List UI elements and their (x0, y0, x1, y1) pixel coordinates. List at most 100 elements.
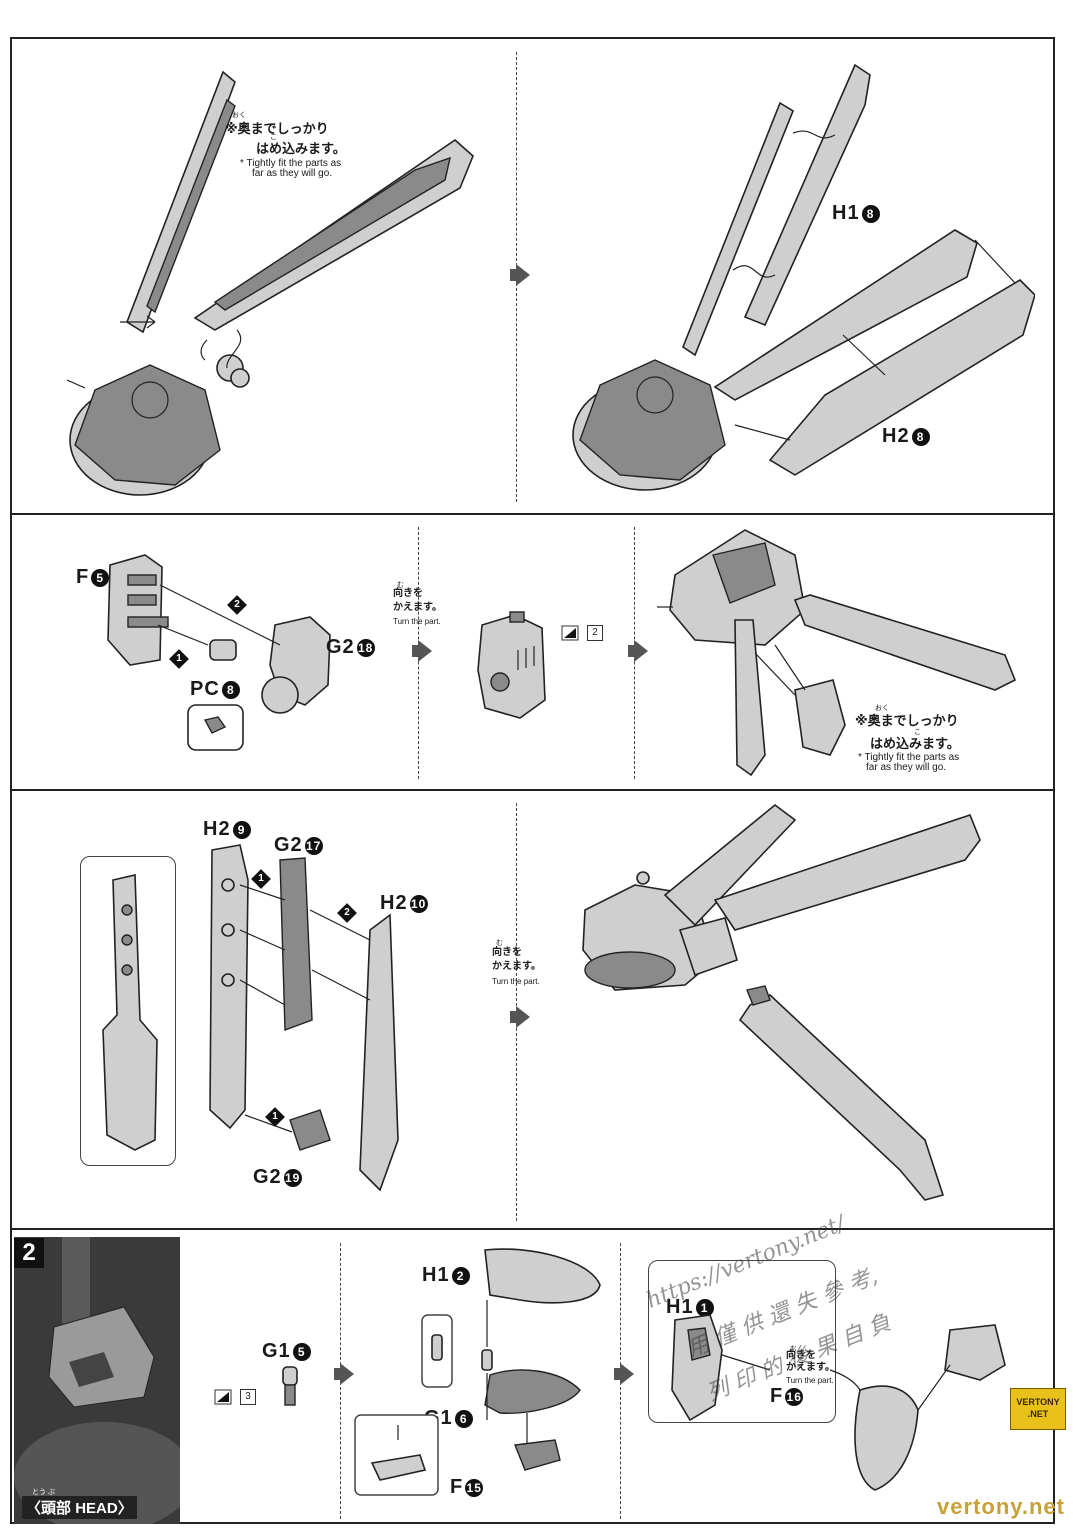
ruby-oku: おく (232, 112, 246, 119)
ruby-oku: おく (875, 705, 889, 712)
arm-parts-illustration (209, 844, 399, 1192)
head-parts-illustration (354, 1248, 601, 1496)
next-arrow-tail (334, 1368, 340, 1380)
turn-note-en: Turn the part. (492, 977, 540, 986)
logo-line2: .NET (1027, 1409, 1049, 1419)
part-label-text: F (450, 1476, 464, 1498)
sticker-icon (561, 625, 579, 641)
section-divider-1 (10, 513, 1055, 515)
head-title-jp: 〈頭部 (26, 1500, 72, 1517)
turn-note-jp2: かえます。 (393, 602, 442, 613)
part-label-pc-text: PC (190, 678, 220, 700)
runner-number-h1: 8 (861, 204, 880, 223)
body-joint-assembly-illustration (657, 529, 1017, 777)
part-label-g2-text: G2 (326, 636, 355, 658)
ruby-ko: こ (270, 134, 277, 141)
order-step-1-icon: 1 (169, 649, 189, 669)
head-photo-illustration (14, 1237, 180, 1524)
head-section-title: 〈頭部 HEAD〉 (22, 1496, 137, 1519)
part-label-text: H1 (422, 1264, 450, 1286)
section-divider-2 (10, 789, 1055, 791)
ruby-mu: む (790, 1346, 797, 1353)
part-label-text: G2 (253, 1166, 282, 1188)
part-label-text: G1 (262, 1340, 291, 1362)
next-arrow-icon (634, 640, 648, 662)
part-label-h1-text: H1 (832, 202, 860, 224)
fit-note-en2: far as they will go. (252, 168, 333, 179)
part-label-text: F (770, 1385, 784, 1407)
joint-parts-illustration (107, 554, 331, 751)
part-label-text: H2 (380, 892, 408, 914)
sticker-number: 3 (240, 1389, 256, 1405)
completed-arm-illustration (102, 874, 158, 1151)
runner-number-pc: 8 (221, 680, 240, 699)
next-arrow-icon (516, 264, 530, 286)
footer-watermark: vertony.net (937, 1494, 1065, 1519)
next-arrow-icon (516, 1006, 530, 1028)
ruby-ko: こ (914, 729, 921, 736)
runner-number: 1 (695, 1298, 714, 1317)
logo-line1: VERTONY (1016, 1397, 1060, 1407)
fit-note-en1: * Tightly fit the parts as (858, 752, 960, 763)
runner-number: 17 (304, 836, 323, 855)
order-step-1-icon: 1 (251, 869, 271, 889)
part-label-text: H2 (203, 818, 231, 840)
part-label-text: H1 (666, 1296, 694, 1318)
runner-number: 10 (409, 894, 428, 913)
runner-number: 5 (292, 1342, 311, 1361)
runner-number-g2: 18 (356, 638, 375, 657)
completed-arm-inset (80, 856, 176, 1166)
order-step-1b-icon: 1 (265, 1107, 285, 1127)
runner-number-h2: 8 (911, 427, 930, 446)
page-frame (10, 37, 1055, 1524)
sticker-icon (214, 1389, 232, 1405)
order-step-2-icon: 2 (227, 595, 247, 615)
ruby-toubu: とう ぶ (32, 1489, 55, 1496)
runner-number: 2 (451, 1266, 470, 1285)
fit-note-en1: * Tightly fit the parts as (240, 158, 342, 169)
fit-note-jp: ※奥までしっかり (225, 121, 329, 136)
runner-number: 9 (232, 820, 251, 839)
next-arrow-tail (614, 1368, 620, 1380)
next-arrow-icon (418, 640, 432, 662)
head-reference-photo (14, 1237, 180, 1524)
next-arrow-tail (510, 1011, 516, 1023)
ruby-mu: む (496, 940, 503, 947)
joint-sticker-illustration (477, 611, 546, 719)
fit-note-en2: far as they will go. (866, 762, 947, 773)
turn-note-en: Turn the part. (393, 617, 441, 626)
turn-note-jp2: かえます。 (786, 1362, 835, 1373)
part-label-text: G2 (274, 834, 303, 856)
ruby-mu: む (397, 582, 404, 589)
step-number: 2 (14, 1238, 44, 1268)
runner-number: 16 (785, 1387, 804, 1406)
body-arm-attach-illustration (582, 803, 981, 1201)
turn-note-jp1: 向きを (786, 1350, 816, 1361)
head-title-en: HEAD〉 (75, 1500, 133, 1517)
section-divider-3 (10, 1228, 1055, 1230)
next-arrow-icon (620, 1363, 634, 1385)
runner-number: 19 (283, 1168, 302, 1187)
fit-note-jp2: はめ込みます。 (870, 736, 960, 751)
runner-number: 15 (465, 1478, 484, 1497)
body-arms-illustration (66, 70, 474, 496)
armor-plates-illustration (572, 63, 1035, 491)
next-arrow-tail (628, 645, 634, 657)
runner-number-f: 5 (91, 568, 110, 587)
order-step-2-icon: 2 (337, 903, 357, 923)
turn-note-jp2: かえます。 (492, 961, 541, 972)
next-arrow-tail (412, 645, 418, 657)
next-arrow-icon (340, 1363, 354, 1385)
head-assembly-inset (648, 1260, 836, 1423)
